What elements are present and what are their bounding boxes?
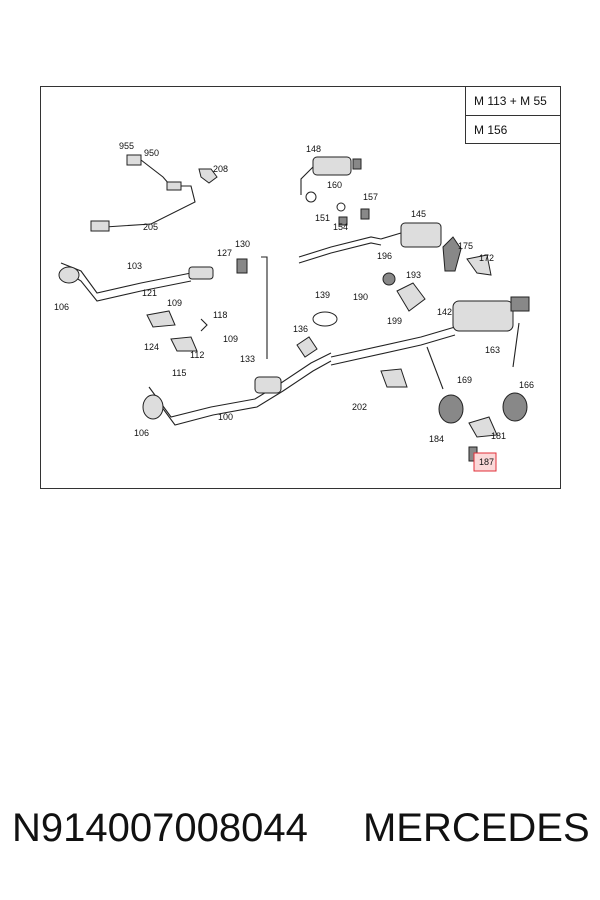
front-pipe-100-part [142, 352, 332, 426]
callout-label: 154 [333, 222, 348, 232]
callout-label: 121 [142, 288, 157, 298]
variant-row: M 156 [466, 115, 560, 143]
exhaust-system-drawing: 955 950 208 148 160 157 151 154 145 205 … [54, 141, 534, 472]
callout-label: 199 [387, 316, 402, 326]
rear-muffler-part [300, 156, 370, 226]
callout-label: 133 [240, 354, 255, 364]
bracket-202-part [380, 368, 408, 388]
callout-label: 950 [144, 148, 159, 158]
callout-label: 181 [491, 431, 506, 441]
lambda-sensor-part [90, 154, 196, 232]
leader-line [261, 256, 268, 359]
variant-row: M 113 + M 55 [474, 94, 547, 108]
callout-label: 193 [406, 270, 421, 280]
callout-label: 148 [306, 144, 321, 154]
callout-label: 106 [134, 428, 149, 438]
callout-label: 169 [457, 375, 472, 385]
clamp-part [312, 311, 338, 327]
callout-label: 160 [327, 180, 342, 190]
callout-label: 106 [54, 302, 69, 312]
rubber-hanger-166-part [502, 392, 528, 422]
caption: N914007008044 MERCEDES [12, 806, 592, 862]
leader-line [426, 346, 444, 390]
callout-label: 166 [519, 380, 534, 390]
callout-label: 172 [479, 253, 494, 263]
rubber-hanger-184-part [438, 394, 464, 424]
callout-label: 208 [213, 164, 228, 174]
callout-label: 175 [458, 241, 473, 251]
flange-136-part [296, 336, 318, 358]
highlight-box [473, 452, 497, 472]
bracket-112-part [170, 336, 198, 352]
callout-label: 109 [223, 334, 238, 344]
bracket-181-part [468, 416, 498, 438]
callout-label: 127 [217, 248, 232, 258]
callout-label: 118 [213, 310, 227, 320]
front-pipe-103-part [58, 258, 248, 302]
callout-label: 136 [293, 324, 308, 334]
callout-label: 955 [119, 141, 134, 151]
callout-label: 109 [167, 298, 182, 308]
callout-label: 157 [363, 192, 378, 202]
callout-label: 151 [315, 213, 330, 223]
callout-label: 115 [172, 368, 186, 378]
middle-muffler-part [298, 222, 442, 264]
callout-label: 124 [144, 342, 159, 352]
callout-label: 145 [411, 209, 426, 219]
callout-label: 112 [190, 350, 204, 360]
bolt-118-part [200, 318, 208, 332]
callout-label: 139 [315, 290, 330, 300]
callout-label: 184 [429, 434, 444, 444]
callout-label: 205 [143, 222, 158, 232]
brand-name: MERCEDES [362, 806, 590, 850]
callout-label: 142 [437, 307, 452, 317]
bracket-172-part [466, 254, 492, 276]
callout-label: 103 [127, 261, 142, 271]
main-muffler-142-part [330, 296, 530, 366]
callout-label: 196 [377, 251, 392, 261]
bracket-121-part [146, 310, 176, 328]
leader-line [512, 322, 520, 368]
mount-bracket-193-part [396, 282, 426, 312]
exploded-parts-diagram: 955 950 208 148 160 157 151 154 145 205 … [40, 86, 561, 489]
part-number: N914007008044 [12, 806, 308, 850]
callout-label: 202 [352, 402, 367, 412]
rubber-mount-part [382, 272, 396, 286]
callout-label: 163 [485, 345, 500, 355]
hanger-part [442, 236, 462, 272]
engine-variant-legend: M 113 + M 55 M 156 [465, 87, 560, 144]
callout-label: 100 [218, 412, 233, 422]
callout-label: 187 [479, 457, 494, 467]
callout-label: 130 [235, 239, 250, 249]
callout-label: 190 [353, 292, 368, 302]
bracket-part [198, 168, 218, 184]
